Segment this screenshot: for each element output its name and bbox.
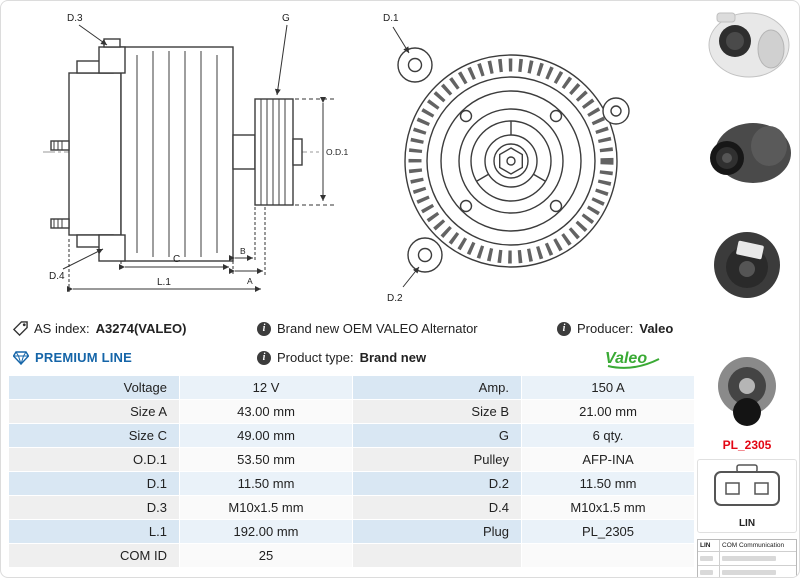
dim-label-c: C: [173, 254, 180, 265]
lin-table-header-1: LIN: [698, 540, 720, 551]
as-index-label: AS index:: [34, 321, 90, 336]
lin-table-row: [698, 552, 796, 566]
dim-label-a: A: [247, 276, 253, 286]
description-text: Brand new OEM VALEO Alternator: [277, 321, 478, 336]
spec-row: Size C 49.00 mm G 6 qty.: [9, 424, 694, 447]
spec-value: 6 qty.: [522, 424, 694, 447]
info-icon: i: [257, 350, 271, 365]
spec-value: 150 A: [522, 376, 694, 399]
spec-label: Size C: [9, 424, 179, 447]
dim-label-l1: L.1: [157, 277, 171, 288]
dim-label-d3: D.3: [67, 13, 83, 24]
spec-label: Plug: [353, 520, 521, 543]
dim-label-d4: D.4: [49, 271, 65, 282]
dim-label-od1: O.D.1: [326, 147, 348, 157]
tag-icon: [13, 321, 28, 336]
spec-value: M10x1.5 mm: [180, 496, 352, 519]
product-type-value: Brand new: [359, 350, 427, 365]
spec-value: 21.00 mm: [522, 400, 694, 423]
dim-label-g: G: [282, 13, 290, 24]
spec-value: 49.00 mm: [180, 424, 352, 447]
alternator-photo-front-pulley: [718, 357, 776, 426]
spec-value: AFP-INA: [522, 448, 694, 471]
as-index-value: A3274(VALEO): [95, 321, 187, 336]
info-icon: i: [257, 321, 271, 336]
spec-label: D.1: [9, 472, 179, 495]
lin-communication-table: LIN COM Communication: [697, 539, 797, 577]
spec-value: M10x1.5 mm: [522, 496, 694, 519]
spec-label: Size A: [9, 400, 179, 423]
spec-value: 53.50 mm: [180, 448, 352, 471]
premium-line: PREMIUM LINE: [13, 350, 257, 365]
spec-row: O.D.1 53.50 mm Pulley AFP-INA: [9, 448, 694, 471]
dim-label-b: B: [240, 246, 246, 256]
product-type-label: Product type:: [277, 350, 354, 365]
product-photo-1[interactable]: [697, 7, 797, 81]
producer-value: Valeo: [639, 321, 674, 336]
alternator-photo-rear-dark: [714, 232, 780, 298]
alternator-front-view-diagram: D.1 D.2: [383, 13, 630, 304]
spec-value: 25: [180, 544, 352, 567]
spec-row: Voltage 12 V Amp. 150 A: [9, 376, 694, 399]
spec-table: Voltage 12 V Amp. 150 A Size A 43.00 mm …: [9, 376, 694, 568]
spec-value: 12 V: [180, 376, 352, 399]
spec-row: D.3 M10x1.5 mm D.4 M10x1.5 mm: [9, 496, 694, 519]
dim-label-d2: D.2: [387, 293, 403, 304]
spec-label: Voltage: [9, 376, 179, 399]
spec-value: 43.00 mm: [180, 400, 352, 423]
valeo-logo: Valeo: [605, 350, 660, 369]
spec-label: Size B: [353, 400, 521, 423]
spec-row: D.1 11.50 mm D.2 11.50 mm: [9, 472, 694, 495]
spec-value: 192.00 mm: [180, 520, 352, 543]
spec-label: G: [353, 424, 521, 447]
producer: i Producer: Valeo: [557, 321, 691, 336]
product-media-column: PL_2305 LIN LIN COM Communication: [697, 7, 797, 577]
alternator-photo-angled-dark: [710, 123, 791, 183]
spec-value: PL_2305: [522, 520, 694, 543]
plug-connector-box: LIN: [697, 459, 797, 533]
spec-value: 11.50 mm: [522, 472, 694, 495]
spec-label: Pulley: [353, 448, 521, 471]
plug-code-text: PL_2305: [722, 438, 772, 452]
product-photo-4[interactable]: [697, 354, 797, 428]
spec-label: Amp.: [353, 376, 521, 399]
lin-table-header-2: COM Communication: [722, 542, 785, 549]
alternator-photo-front-light: [708, 12, 790, 78]
spec-label: [353, 544, 521, 567]
spec-row: L.1 192.00 mm Plug PL_2305: [9, 520, 694, 543]
spec-row: COM ID 25: [9, 544, 694, 567]
as-index: AS index: A3274(VALEO): [13, 321, 257, 336]
spec-value: [522, 544, 694, 567]
product-info-rows: AS index: A3274(VALEO) i Brand new OEM V…: [13, 314, 691, 372]
brand-logo-col: Valeo: [557, 346, 691, 370]
spec-value: 11.50 mm: [180, 472, 352, 495]
dim-label-d1: D.1: [383, 13, 399, 24]
producer-label: Producer:: [577, 321, 634, 336]
plug-connector-label: LIN: [738, 518, 756, 529]
plug-connector-icon: [714, 464, 780, 506]
spec-label: COM ID: [9, 544, 179, 567]
product-photo-3[interactable]: [697, 227, 797, 301]
product-photo-2[interactable]: [697, 116, 797, 190]
lin-table-row: [698, 566, 796, 577]
spec-label: L.1: [9, 520, 179, 543]
product-description: i Brand new OEM VALEO Alternator: [257, 321, 557, 336]
spec-label: D.3: [9, 496, 179, 519]
spec-label: D.4: [353, 496, 521, 519]
spec-label: D.2: [353, 472, 521, 495]
spec-label: O.D.1: [9, 448, 179, 471]
spec-row: Size A 43.00 mm Size B 21.00 mm: [9, 400, 694, 423]
info-icon: i: [557, 321, 571, 336]
product-type: i Product type: Brand new: [257, 350, 557, 365]
valeo-logo-text: Valeo: [605, 350, 647, 367]
diamond-icon: [13, 350, 29, 365]
alternator-side-view-diagram: D.3 G O.D.1 D.4 C B A L.1: [43, 13, 348, 293]
premium-line-label: PREMIUM LINE: [35, 350, 133, 365]
